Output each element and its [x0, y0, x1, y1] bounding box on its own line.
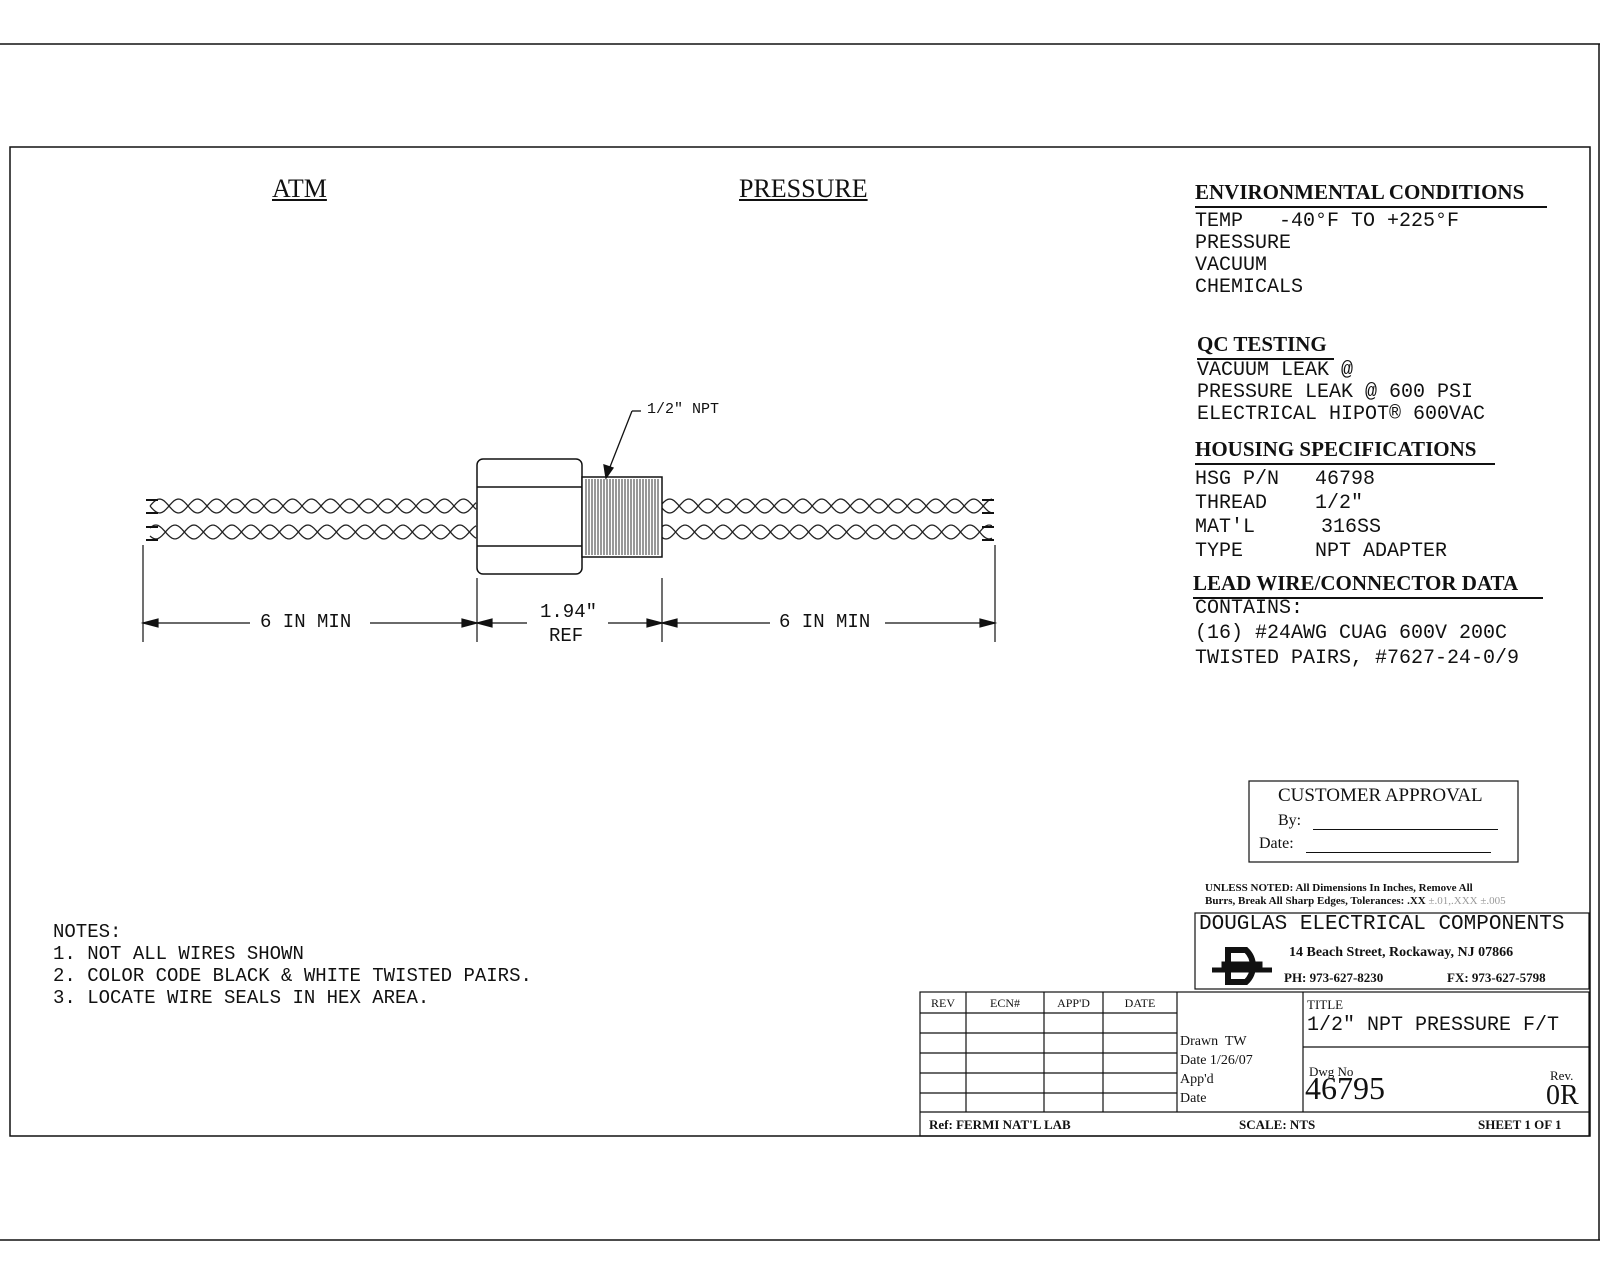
drawn-date: Date 1/26/07 — [1180, 1053, 1253, 1068]
approval-date-row: Date: — [1259, 835, 1491, 853]
wire-end-stubs — [146, 499, 994, 541]
atm-label: ATM — [272, 174, 327, 203]
housing-row: THREAD 1/2" — [1195, 492, 1447, 516]
company-address: 14 Beach Street, Rockaway, NJ 07866 — [1289, 945, 1514, 960]
drawing-frame — [9, 146, 1591, 1137]
environmental-title: ENVIRONMENTAL CONDITIONS — [1195, 180, 1547, 208]
dim-left-label: 6 IN MIN — [260, 611, 352, 633]
qc-line: PRESSURE LEAK @ 600 PSI — [1197, 381, 1474, 404]
leadwire-line: CONTAINS: — [1195, 597, 1304, 620]
extension-lines — [142, 545, 996, 642]
note-item: 3. LOCATE WIRE SEALS IN HEX AREA. — [53, 987, 430, 1009]
customer-approval-box — [1248, 780, 1519, 863]
unless-noted-tolerance: ±.01,.XXX ±.005 — [1428, 895, 1506, 907]
douglas-logo — [1212, 947, 1272, 985]
npt-leader — [603, 410, 641, 480]
leadwire-list: CONTAINS: (16) #24AWG CUAG 600V 200C TWI… — [1195, 596, 1519, 671]
appd-header: APP'D — [1057, 996, 1090, 1010]
title-label: TITLE — [1307, 997, 1344, 1012]
npt-callout-label: 1/2" NPT — [647, 401, 720, 418]
unless-noted: UNLESS NOTED: All Dimensions In Inches, … — [1205, 882, 1506, 908]
ecn-header: ECN# — [990, 996, 1020, 1010]
notes-heading: NOTES: — [53, 921, 122, 943]
ref-label: Ref: FERMI NAT'L LAB — [929, 1117, 1071, 1132]
housing-key: MAT'L — [1195, 516, 1256, 539]
housing-row: HSG P/N 46798 — [1195, 468, 1447, 492]
drawing-title: 1/2" NPT PRESSURE F/T — [1307, 1014, 1560, 1037]
env-line: VACUUM — [1195, 254, 1268, 277]
note-item: 1. NOT ALL WIRES SHOWN — [53, 943, 304, 965]
qc-list: VACUUM LEAK @ PRESSURE LEAK @ 600 PSI EL… — [1197, 360, 1485, 426]
date-header: DATE — [1124, 996, 1156, 1010]
housing-key: THREAD — [1195, 492, 1268, 515]
npt-thread — [581, 476, 663, 558]
appd-label: App'd — [1180, 1072, 1214, 1087]
approval-date-label: Date: — [1259, 835, 1294, 852]
sheet-label: SHEET 1 OF 1 — [1478, 1117, 1562, 1132]
leadwire-line: TWISTED PAIRS, #7627-24-0/9 — [1195, 647, 1520, 670]
title-block-grid — [919, 991, 1590, 1137]
wire-bundle-right — [661, 498, 993, 540]
unless-noted-text: Burrs, Break All Sharp Edges, Tolerances… — [1205, 895, 1426, 907]
approval-by-field[interactable] — [1313, 815, 1499, 830]
dim-center-value: 1.94" — [540, 601, 598, 623]
leadwire-line: (16) #24AWG CUAG 600V 200C — [1195, 622, 1508, 645]
dimension-lines — [140, 618, 998, 628]
dwg-no-label: Dwg No — [1309, 1064, 1354, 1079]
housing-key: HSG P/N — [1195, 468, 1280, 491]
dim-center-ref: REF — [549, 625, 584, 647]
housing-key: TYPE — [1195, 540, 1244, 563]
housing-row: MAT'L 316SS — [1195, 516, 1447, 540]
environmental-list: TEMP -40°F TO +225°F PRESSURE VACUUM CHE… — [1195, 211, 1459, 299]
dwg-no: 46795 — [1305, 1070, 1385, 1106]
approval-date-field[interactable] — [1305, 838, 1491, 853]
company-box — [1194, 912, 1590, 990]
housing-value: 1/2" — [1315, 492, 1364, 515]
qc-title: QC TESTING — [1197, 332, 1334, 360]
notes-block: NOTES: 1. NOT ALL WIRES SHOWN 2. COLOR C… — [53, 921, 532, 1009]
hex-nut — [476, 458, 583, 575]
housing-value: 46798 — [1315, 468, 1376, 491]
env-line: TEMP -40°F TO +225°F — [1195, 210, 1460, 233]
rev-value: 0R — [1546, 1080, 1579, 1111]
env-line: CHEMICALS — [1195, 276, 1304, 299]
leadwire-title: LEAD WIRE/CONNECTOR DATA — [1193, 571, 1543, 599]
housing-row: TYPE NPT ADAPTER — [1195, 540, 1447, 564]
drawn-by: Drawn TW — [1180, 1034, 1247, 1049]
appd-date: Date — [1180, 1091, 1207, 1106]
housing-title: HOUSING SPECIFICATIONS — [1195, 437, 1495, 465]
env-line: PRESSURE — [1195, 232, 1292, 255]
pressure-label: PRESSURE — [739, 174, 868, 203]
company-phone: PH: 973-627-8230 — [1284, 970, 1384, 985]
qc-line: ELECTRICAL HIPOT® 600VAC — [1197, 403, 1486, 426]
drawn-block: Drawn TW Date 1/26/07 App'd Date — [1180, 1032, 1253, 1108]
unless-noted-line: Burrs, Break All Sharp Edges, Tolerances… — [1205, 895, 1506, 908]
approval-by-label: By: — [1278, 812, 1302, 829]
company-name: DOUGLAS ELECTRICAL COMPONENTS — [1199, 913, 1565, 936]
housing-value: NPT ADAPTER — [1315, 540, 1448, 563]
wire-bundle-left — [149, 498, 477, 540]
unless-noted-line: UNLESS NOTED: All Dimensions In Inches, … — [1205, 882, 1473, 894]
qc-line: VACUUM LEAK @ — [1197, 359, 1354, 382]
approval-by-row: By: — [1278, 812, 1499, 830]
scale-label: SCALE: NTS — [1239, 1117, 1316, 1132]
company-fax: FX: 973-627-5798 — [1447, 970, 1546, 985]
rev-header: REV — [931, 996, 955, 1010]
customer-approval-title: CUSTOMER APPROVAL — [1278, 785, 1483, 806]
rev-label: Rev. — [1550, 1068, 1574, 1083]
housing-table: HSG P/N 46798 THREAD 1/2" MAT'L 316SS TYPE N… — [1195, 468, 1447, 564]
dim-right-label: 6 IN MIN — [779, 611, 871, 633]
note-item: 2. COLOR CODE BLACK & WHITE TWISTED PAIR… — [53, 965, 532, 987]
housing-value: 316SS — [1321, 516, 1382, 539]
